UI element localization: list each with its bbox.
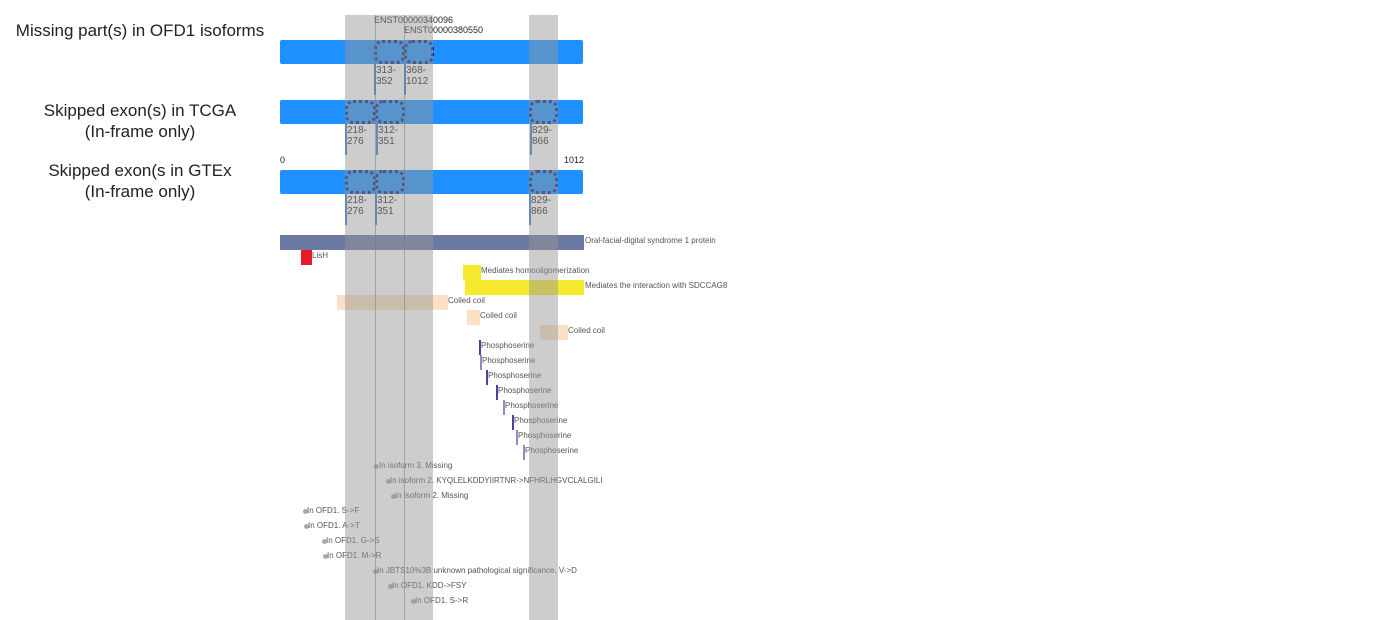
feature-label: Coiled coil bbox=[480, 311, 517, 320]
variant-dot[interactable] bbox=[322, 539, 327, 544]
variant-dot[interactable] bbox=[374, 464, 379, 469]
phosphoserine-mark[interactable] bbox=[516, 430, 518, 445]
feature-label: Mediates homooligomerization bbox=[481, 266, 590, 275]
phosphoserine-mark[interactable] bbox=[512, 415, 514, 430]
sdccag8-region[interactable] bbox=[465, 280, 584, 295]
feature-label: Phosphoserine bbox=[505, 401, 559, 410]
range-tick bbox=[376, 124, 378, 155]
feature-label: Coiled coil bbox=[568, 326, 605, 335]
gtex-row-label: Skipped exon(s in GTEx (In-frame only) bbox=[0, 160, 280, 202]
range-label: 829- 866 bbox=[532, 125, 553, 147]
range-label: 218- 276 bbox=[347, 125, 368, 147]
exon-highlight-band bbox=[345, 15, 433, 620]
range-label: 218- 276 bbox=[347, 195, 368, 217]
variant-label: In OFD1. A->T bbox=[308, 521, 360, 530]
band-divider bbox=[404, 15, 405, 620]
feature-label: Phosphoserine bbox=[488, 371, 542, 380]
coiled-coil[interactable] bbox=[540, 325, 568, 340]
range-label: 313- 352 bbox=[376, 65, 397, 87]
transcript-label: ENST00000380550 bbox=[404, 25, 484, 35]
phosphoserine-mark[interactable] bbox=[496, 385, 498, 400]
feature-label: Oral-facial-digital syndrome 1 protein bbox=[585, 236, 716, 245]
variant-dot[interactable] bbox=[391, 494, 396, 499]
tcga-label-1: Skipped exon(s) in TCGA bbox=[43, 101, 237, 120]
feature-label: Phosphoserine bbox=[482, 356, 536, 365]
tcga-label-2: (In-frame only) bbox=[84, 122, 196, 141]
missing-row-label: Missing part(s) in OFD1 isoforms bbox=[15, 21, 265, 40]
variant-dot[interactable] bbox=[303, 509, 308, 514]
skipped-exon[interactable] bbox=[375, 170, 405, 194]
exon-highlight-band bbox=[529, 15, 558, 620]
variant-label: In isoform 3. Missing bbox=[379, 461, 453, 470]
range-tick bbox=[530, 124, 532, 155]
variant-label: In OFD1. S->F bbox=[307, 506, 360, 515]
variant-dot[interactable] bbox=[411, 599, 416, 604]
feature-label: Phosphoserine bbox=[514, 416, 568, 425]
range-label: 829- 866 bbox=[531, 195, 552, 217]
range-tick bbox=[529, 194, 531, 225]
variant-label: In OFD1. KDD->FSY bbox=[392, 581, 467, 590]
protein-feature[interactable] bbox=[280, 235, 584, 250]
coiled-coil[interactable] bbox=[467, 310, 480, 325]
skipped-exon[interactable] bbox=[375, 100, 405, 124]
variant-label: In OFD1. S->R bbox=[415, 596, 469, 605]
axis-end: 1012 bbox=[564, 155, 585, 165]
variant-label: In JBTS10%3B unknown pathological signif… bbox=[377, 566, 577, 575]
feature-label: Coiled coil bbox=[448, 296, 485, 305]
phosphoserine-mark[interactable] bbox=[523, 445, 525, 460]
missing-region[interactable] bbox=[404, 40, 434, 64]
homooligomerization-region[interactable] bbox=[463, 265, 481, 280]
feature-label: Mediates the interaction with SDCCAG8 bbox=[585, 281, 728, 290]
variant-dot[interactable] bbox=[388, 584, 393, 589]
axis-start: 0 bbox=[280, 155, 286, 165]
skipped-exon[interactable] bbox=[345, 100, 376, 124]
variant-label: In isoform 2. Missing bbox=[395, 491, 469, 500]
band-divider bbox=[375, 15, 376, 620]
variant-label: In OFD1. G->S bbox=[326, 536, 380, 545]
variant-dot[interactable] bbox=[304, 524, 309, 529]
phosphoserine-mark[interactable] bbox=[486, 370, 488, 385]
skipped-exon[interactable] bbox=[529, 170, 558, 194]
range-tick bbox=[345, 124, 347, 155]
feature-label: Phosphoserine bbox=[518, 431, 572, 440]
tcga-row-label: Skipped exon(s) in TCGA (In-frame only) bbox=[0, 100, 280, 142]
feature-label: Phosphoserine bbox=[498, 386, 552, 395]
gtex-label-1: Skipped exon(s in GTEx bbox=[48, 161, 232, 180]
coiled-coil[interactable] bbox=[337, 295, 448, 310]
skipped-exon[interactable] bbox=[529, 100, 558, 124]
variant-label: In isoform 2. KYQLELKDDYIIRTNR->NFHRLHGV… bbox=[390, 476, 603, 485]
skipped-exon[interactable] bbox=[345, 170, 376, 194]
phosphoserine-mark[interactable] bbox=[503, 400, 505, 415]
range-label: 312- 351 bbox=[378, 125, 399, 147]
range-tick bbox=[375, 194, 377, 225]
variant-label: In OFD1. M->R bbox=[327, 551, 382, 560]
variant-dot[interactable] bbox=[323, 554, 328, 559]
range-label: 312- 351 bbox=[377, 195, 398, 217]
range-tick bbox=[404, 64, 406, 95]
feature-label: Phosphoserine bbox=[525, 446, 579, 455]
gtex-label-2: (In-frame only) bbox=[84, 182, 196, 201]
variant-dot[interactable] bbox=[386, 479, 391, 484]
range-label: 368- 1012 bbox=[406, 65, 429, 87]
phosphoserine-mark[interactable] bbox=[480, 355, 482, 370]
phosphoserine-mark[interactable] bbox=[479, 340, 481, 355]
lish-domain[interactable] bbox=[301, 250, 312, 265]
range-tick bbox=[345, 194, 347, 225]
transcript-label: ENST00000340096 bbox=[374, 15, 454, 25]
feature-label: Phosphoserine bbox=[481, 341, 535, 350]
feature-label: LisH bbox=[312, 251, 329, 260]
